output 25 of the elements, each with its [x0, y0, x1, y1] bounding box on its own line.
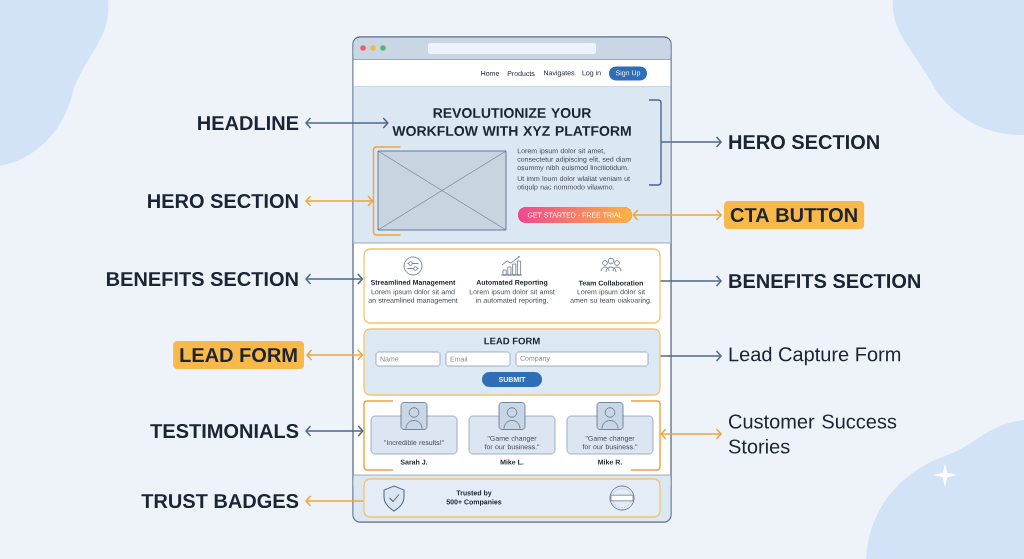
annotation-label: BENEFITS SECTION	[107, 271, 298, 287]
double-arrow	[305, 195, 374, 207]
arrow	[305, 495, 365, 507]
annotation-label: HERO SECTION	[148, 193, 298, 209]
double-arrow	[632, 209, 723, 221]
annotation-label: BENEFITS SECTION	[729, 273, 920, 289]
annotation-label: Lead Capture Form	[729, 346, 901, 366]
annotation-label: HEADLINE	[198, 116, 299, 130]
arrow	[659, 275, 723, 287]
highlighted-label: LEAD FORM	[173, 340, 304, 370]
form-title: LEAD FORM	[484, 337, 540, 345]
bracket	[363, 400, 661, 471]
headline: REVOLUTIONIZE YOUR WORKFLOW WITH XYZ PLATFORM	[392, 108, 631, 136]
double-arrow	[305, 425, 364, 437]
arrow	[659, 350, 723, 362]
double-arrow	[306, 349, 364, 361]
annotation-label: TRUST BADGES	[141, 493, 299, 509]
double-arrow	[305, 117, 389, 129]
annotation-label: TESTIMONIALS	[150, 423, 299, 439]
annotation-label: Customer Success Stories	[728, 414, 897, 454]
highlighted-label: CTA BUTTON	[724, 200, 865, 230]
annotation-label: HERO SECTION	[729, 134, 879, 150]
double-arrow	[660, 428, 723, 440]
double-arrow	[305, 273, 364, 285]
arrow	[669, 136, 723, 148]
